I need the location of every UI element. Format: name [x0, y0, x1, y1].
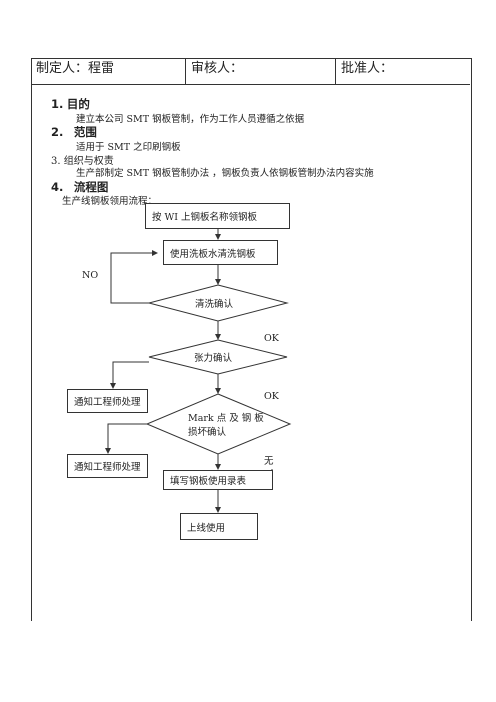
flow-step-clean-stencil: 使用洗板水清洗钢板	[163, 240, 278, 265]
section-4-heading: 4. 流程图	[51, 179, 108, 195]
section-1-text: 建立本公司 SMT 钢板管制，作为工作人员遵循之依据	[76, 114, 305, 125]
author-cell: 制定人：程雷	[31, 58, 186, 84]
section-4-title: 流程图	[73, 180, 109, 194]
reviewer-cell: 审核人：	[186, 58, 336, 84]
flow-step-fill-record: 填写钢板使用录表	[163, 470, 273, 490]
flow-step-get-stencil: 按 WI 上钢板名称领钢板	[145, 203, 290, 229]
flow-step-go-online: 上线使用	[180, 513, 258, 540]
no-label: NO	[82, 270, 99, 281]
decision-clean-label: 清洗确认	[195, 299, 234, 310]
flow-intro-text: 生产线钢板领用流程：	[62, 196, 158, 207]
approver-cell: 批准人：	[341, 61, 394, 76]
section-1-number: 1.	[51, 97, 64, 111]
signature-header-row: 制定人：程雷 审核人： 批准人：	[31, 58, 470, 85]
ok-label-1: OK	[264, 333, 279, 344]
flow-notify-engineer-1: 通知工程师处理	[67, 389, 148, 413]
section-1-title: 目的	[66, 97, 90, 111]
section-3-text: 生产部制定 SMT 钢板管制办法 ，钢板负责人依钢板管制办法内容实施	[76, 168, 374, 179]
flow-notify-engineer-2: 通知工程师处理	[67, 454, 148, 478]
decision-mark-label-2: 损坏确认	[188, 427, 227, 438]
none-label: 无	[264, 456, 274, 467]
section-3-heading: 3. 组织与权责	[51, 156, 114, 167]
section-2-title: 范围	[73, 125, 97, 139]
section-2-number: 2.	[51, 125, 64, 139]
document-frame	[31, 58, 472, 621]
section-4-number: 4.	[51, 180, 64, 194]
section-2-text: 适用于 SMT 之印刷钢板	[76, 142, 181, 153]
section-1-heading: 1. 目的	[51, 96, 90, 112]
decision-mark-label-1: Mark 点 及 钢 板	[188, 413, 264, 424]
section-2-heading: 2. 范围	[51, 124, 97, 140]
ok-label-2: OK	[264, 391, 279, 402]
decision-tension-label: 张力确认	[194, 353, 233, 364]
